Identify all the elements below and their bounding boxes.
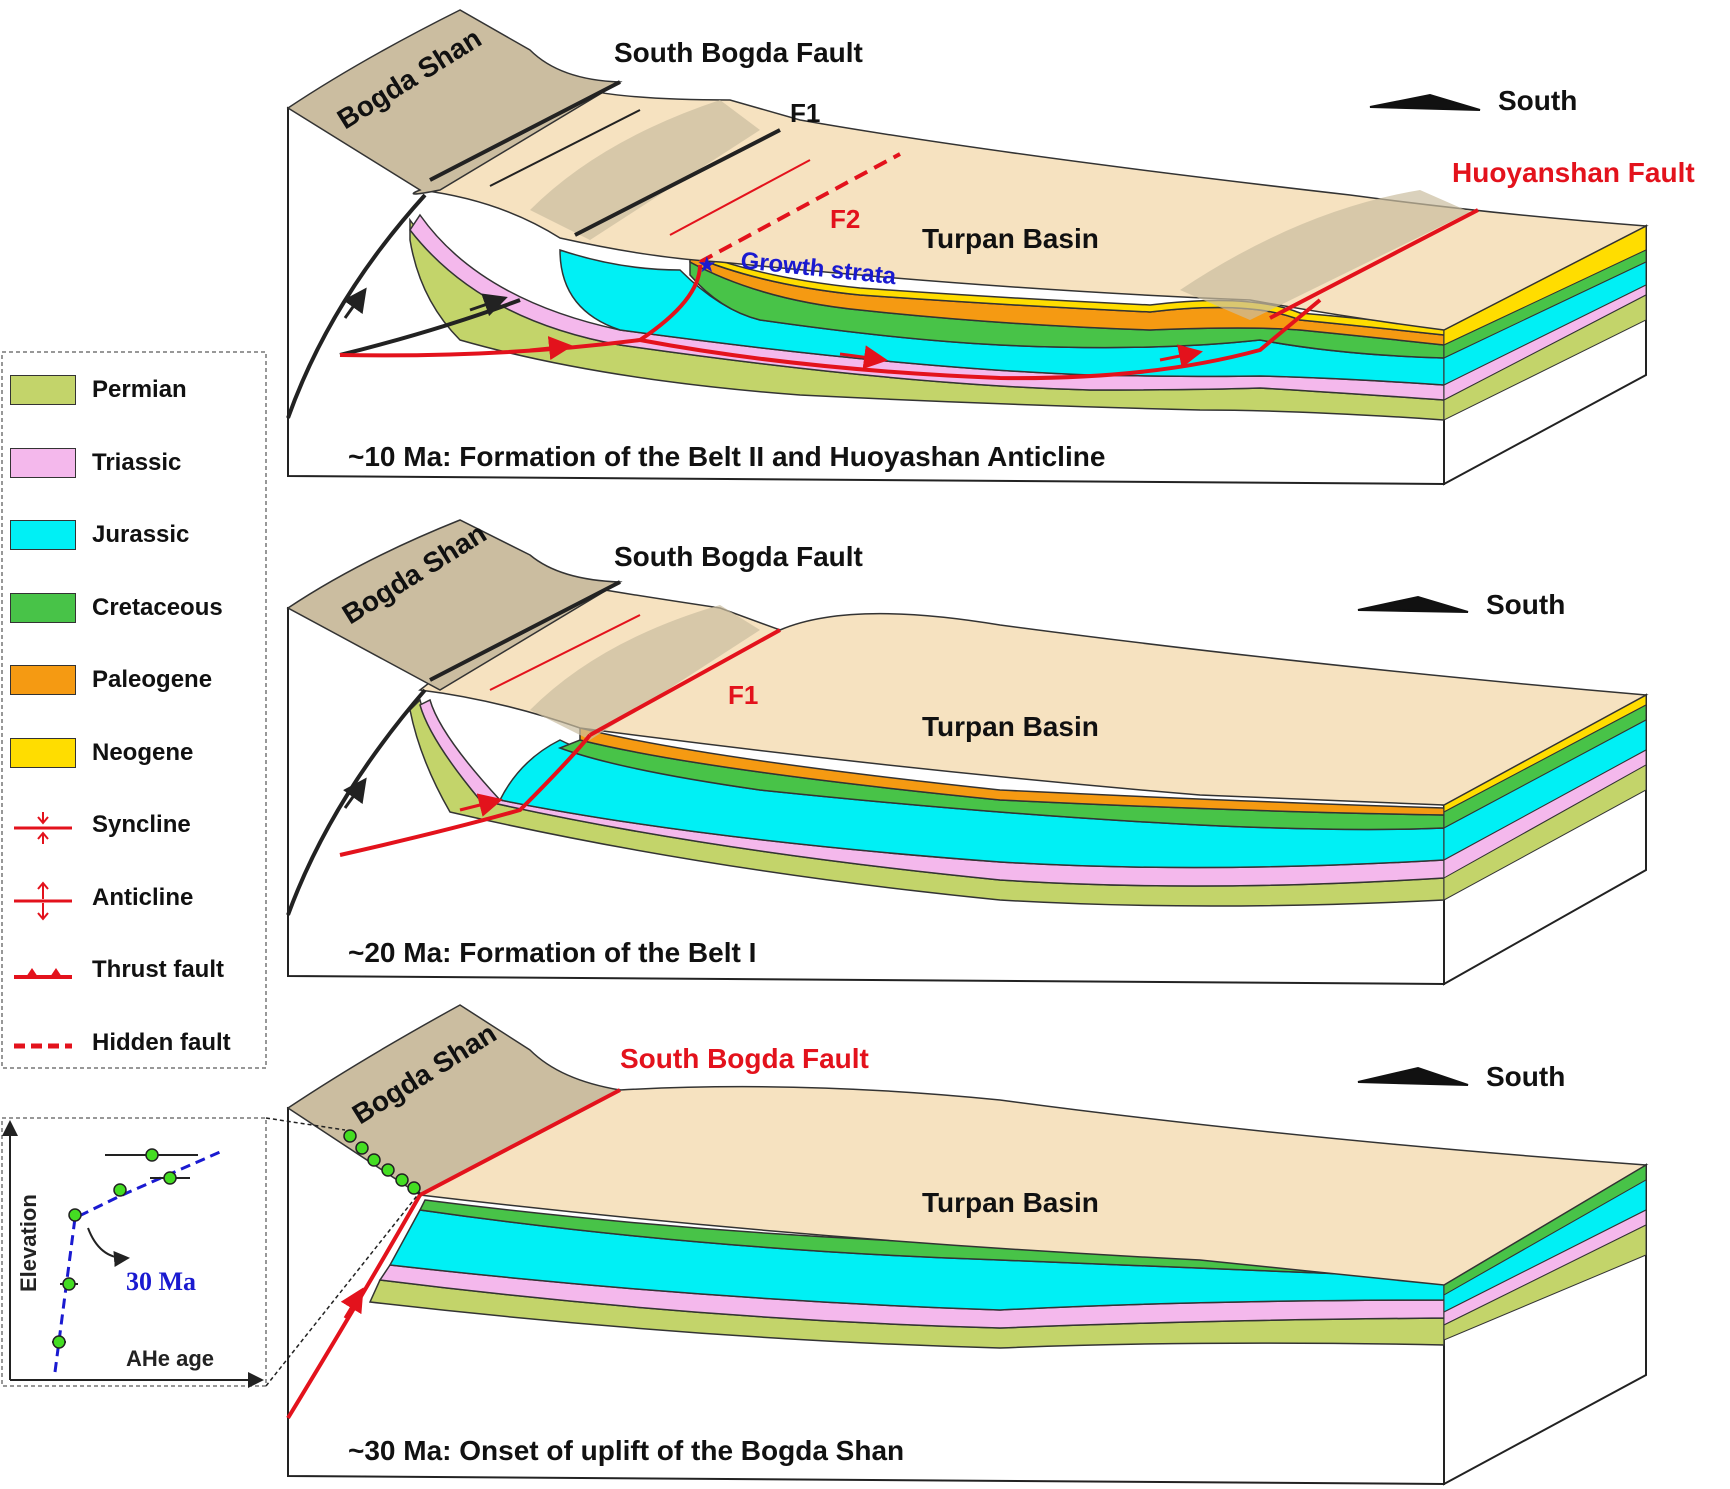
legend-item-hidden-fault: Hidden fault — [10, 1013, 260, 1073]
black-thrust-f1 — [574, 128, 781, 237]
red-thrust-f1 — [589, 628, 781, 737]
panel-20ma: Bogda Shan South Bogda Fault F1 Turpan B… — [286, 517, 1649, 986]
legend-label: Hidden fault — [92, 1028, 231, 1056]
hidden-fault-icon — [10, 1026, 76, 1060]
legend-swatch — [10, 737, 76, 768]
legend-label: Neogene — [92, 738, 194, 766]
black-thrust-sbf — [429, 580, 621, 682]
fault-main-label: South Bogda Fault — [614, 37, 863, 68]
legend-item-triassic: Triassic — [10, 433, 260, 493]
red-arrow — [459, 793, 503, 817]
panel-caption: ~20 Ma: Formation of the Belt I — [348, 937, 756, 968]
inset-connector-top — [265, 1117, 346, 1131]
legend-swatch — [10, 520, 76, 550]
f1-label: F1 — [728, 680, 758, 710]
inset-trend-line — [53, 1150, 221, 1373]
growth-star-icon: ★ — [697, 252, 717, 277]
inset-pointer-arrow — [87, 1227, 130, 1267]
thrust-fault-icon — [10, 953, 76, 987]
fault-main-label: South Bogda Fault — [614, 541, 863, 572]
ridge-belt-1 — [530, 605, 760, 740]
legend-swatch — [10, 447, 76, 478]
anticline-icon — [10, 880, 76, 921]
red-detachment — [339, 733, 592, 857]
direction-label: South — [1486, 1061, 1565, 1092]
legend-item-jurassic: Jurassic — [10, 505, 260, 565]
legend-label: Thrust fault — [92, 956, 224, 983]
legend-label: Cretaceous — [92, 593, 223, 621]
panel-30ma: Bogda Shan South Bogda Fault Turpan Basi… — [286, 1004, 1649, 1486]
legend-swatch — [10, 665, 76, 695]
sample-points — [343, 1129, 421, 1195]
legend-label: Syncline — [92, 811, 191, 838]
red-arrow — [340, 1287, 364, 1319]
f2-label: F2 — [830, 204, 860, 234]
legend-label: Triassic — [92, 448, 182, 476]
black-thrust-sbf — [429, 80, 621, 182]
ahe-inset: Elevation AHe age 30 Ma — [1, 1117, 421, 1388]
inset-y-axis-label: Elevation — [16, 1194, 41, 1292]
red-arrow-2 — [839, 345, 888, 370]
red-fault-f2 — [638, 264, 702, 342]
legend-item-syncline: Syncline — [10, 795, 260, 855]
huoyanshan-label: Huoyanshan Fault — [1452, 157, 1695, 188]
red-arrow-3 — [1159, 344, 1203, 368]
red-detachment — [339, 298, 1322, 381]
hidden-fault-f2 — [699, 152, 901, 264]
legend-swatch — [10, 375, 76, 405]
syncline-icon — [10, 808, 76, 844]
panel-caption: ~30 Ma: Onset of uplift of the Bogda Sha… — [348, 1435, 904, 1466]
mountain-bogda — [286, 519, 623, 691]
black-arrow-2 — [469, 293, 508, 317]
panel-10ma: ★ Bogda Shan South Bogda Fault F1 F2 Huo… — [286, 9, 1695, 486]
legend-item-permian: Permian — [10, 360, 260, 420]
syncline-axis — [489, 109, 641, 187]
panel-caption: ~10 Ma: Formation of the Belt II and Huo… — [348, 441, 1105, 472]
black-arrow — [343, 777, 367, 809]
mountain-bogda — [286, 9, 623, 195]
black-arrow-1 — [343, 287, 367, 319]
inset-annotation: 30 Ma — [126, 1267, 196, 1296]
legend-item-anticline: Anticline — [10, 868, 260, 928]
south-arrow-icon — [1369, 93, 1481, 111]
legend-swatch — [10, 592, 76, 623]
red-thrust-huoyanshan — [1269, 208, 1479, 320]
legend-item-cretaceous: Cretaceous — [10, 578, 260, 638]
legend-item-thrust-fault: Thrust fault — [10, 940, 260, 1000]
legend-label: Permian — [92, 376, 187, 403]
legend-label: Anticline — [92, 883, 194, 911]
basin-label: Turpan Basin — [922, 1187, 1099, 1218]
mountain-bogda — [286, 1004, 623, 1196]
anticline-axis-f2 — [669, 159, 811, 236]
south-arrow-icon — [1357, 595, 1469, 613]
south-arrow-icon — [1357, 1066, 1469, 1086]
inset-points — [52, 1148, 177, 1349]
inset-connector-bottom — [265, 1191, 421, 1387]
inset-x-axis-label: AHe age — [126, 1346, 214, 1371]
basin-label: Turpan Basin — [922, 711, 1099, 742]
red-arrow-1 — [529, 336, 573, 361]
ridge-belt-1 — [530, 100, 760, 240]
legend-item-neogene: Neogene — [10, 723, 260, 783]
red-thrust-sbf — [419, 1088, 621, 1197]
legend-label: Paleogene — [92, 666, 213, 693]
inset-error-bars — [52, 1154, 198, 1343]
basin-label: Turpan Basin — [922, 223, 1099, 254]
legend-item-paleogene: Paleogene — [10, 650, 260, 710]
ridge-belt-2 — [1180, 190, 1470, 320]
f1-label: F1 — [790, 98, 820, 128]
syncline-axis — [489, 614, 641, 691]
basin-surface — [417, 1085, 1649, 1286]
direction-label: South — [1498, 85, 1577, 116]
legend-label: Jurassic — [92, 521, 190, 548]
fault-main-label: South Bogda Fault — [620, 1043, 869, 1074]
direction-label: South — [1486, 589, 1565, 620]
